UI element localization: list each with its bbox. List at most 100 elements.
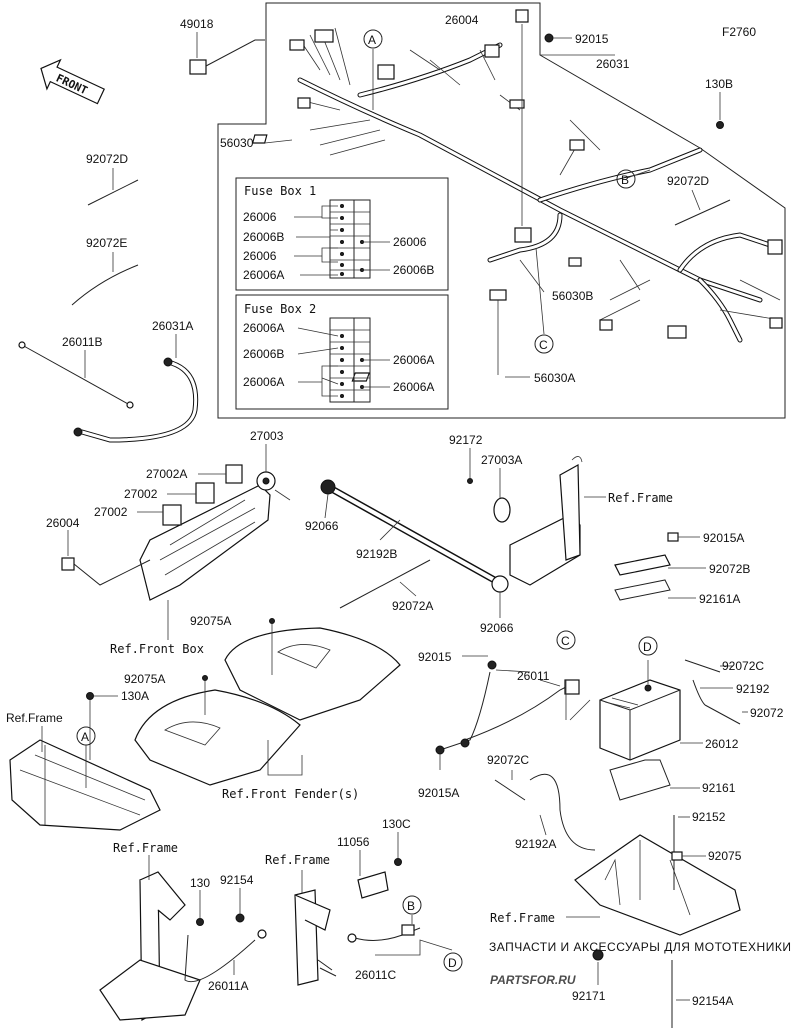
label-92192B: 92192B: [356, 547, 397, 561]
fuse-box-1-frame: [235, 177, 449, 291]
label-56030: 56030: [220, 136, 254, 150]
battery-26012: [599, 679, 681, 761]
label-92072C-right: 92072C: [722, 659, 764, 673]
label-130C: 130C: [382, 817, 411, 831]
right-frame-upper: [467, 448, 606, 586]
lower-left-frame-group: [99, 855, 267, 1022]
tie-92072: [704, 704, 741, 725]
label-92075A-a: 92075A: [190, 614, 231, 628]
callout-A-left: A: [81, 730, 89, 744]
cable-26011: [439, 671, 491, 751]
front-box-bracket: [139, 484, 271, 601]
tie-92072E: [71, 264, 139, 306]
label-tag-56030B: [568, 257, 582, 267]
bolt-92015-mid: [487, 660, 497, 670]
fuse-box-2-frame: [235, 294, 449, 410]
callout-C-mid: C: [561, 634, 570, 648]
label-92015A-mid: 92015A: [418, 786, 459, 800]
label-130B: 130B: [705, 77, 733, 91]
bolt-130C: [394, 858, 402, 866]
bolt-92015A-mid: [435, 745, 445, 755]
label-92192A: 92192A: [515, 837, 556, 851]
fuse-box-1-title: Fuse Box 1: [244, 184, 316, 198]
label-92015-top: 92015: [575, 32, 609, 46]
label-27002-b: 27002: [94, 505, 128, 519]
clamp-27003A: [493, 497, 511, 523]
part-labels: F2760 49018 56030 26004 92015 26031 130B…: [46, 13, 784, 1008]
battery-group: [435, 532, 748, 851]
bolt-92154: [235, 913, 245, 923]
label-26011: 26011: [517, 669, 550, 683]
fuse-box-1-right-label-1: 26006: [393, 235, 427, 249]
relay-26004-left: [61, 557, 75, 571]
relay-27002: [195, 482, 215, 504]
relay-27002-left: [162, 504, 182, 526]
leader-lines-top: [196, 24, 721, 378]
tie-92072D-right: [674, 199, 731, 226]
screw-92075A-b: [202, 675, 208, 681]
connector-icon: [489, 289, 507, 301]
bolt-130: [196, 918, 204, 926]
label-92066-a: 92066: [305, 519, 339, 533]
label-tag-56030: [251, 134, 268, 144]
connector-icon: [377, 64, 395, 80]
connector-icon: [297, 97, 311, 109]
fuse-box-2-left-label-1: 26006A: [243, 321, 284, 335]
label-26031A: 26031A: [152, 319, 193, 333]
bolt-130A: [86, 692, 94, 700]
watermark-tagline: ЗАПЧАСТИ И АКСЕССУАРЫ ДЛЯ МОТОТЕХНИКИ: [489, 940, 791, 954]
fuse-box-1-left-label-3: 26006: [243, 249, 277, 263]
fuse-box-2-left-label-3: 26006A: [243, 375, 284, 389]
fuse-box-2-right-label-1: 26006A: [393, 353, 434, 367]
label-26011A: 26011A: [208, 979, 248, 993]
label-92015A-top: 92015A: [703, 531, 744, 545]
hose-92192: [692, 679, 706, 706]
front-fender-left: [134, 689, 301, 786]
clamp-92171: [592, 949, 604, 961]
connector-icon: [314, 29, 334, 43]
label-92072E: 92072E: [86, 236, 127, 250]
label-92154: 92154: [220, 873, 254, 887]
watermark-logo: PARTSFOR.RU: [490, 973, 576, 987]
ref-frame-lower-mid: Ref.Frame: [265, 853, 330, 867]
label-27002A: 27002A: [146, 467, 187, 481]
fuse-box-1-left-label-4: 26006A: [243, 268, 284, 282]
callout-D-mid: D: [643, 640, 652, 654]
fuse-box-2-right-label-2: 26006A: [393, 380, 434, 394]
battery-tray: [574, 834, 741, 936]
label-26004-left: 26004: [46, 516, 80, 530]
battery-box-group: [566, 815, 741, 1028]
reference-labels: Ref.Frame Ref.Front Box Ref.Frame Ref.Fr…: [6, 491, 673, 925]
ref-frame-left: Ref.Frame: [6, 711, 63, 725]
label-92072: 92072: [750, 706, 784, 720]
label-92015-mid: 92015: [418, 650, 452, 664]
label-26011C: 26011C: [355, 968, 396, 982]
callouts: A B C C D A B D: [76, 29, 658, 972]
callout-B-top: B: [621, 173, 629, 187]
label-92154A: 92154A: [692, 994, 733, 1008]
label-56030B: 56030B: [552, 289, 593, 303]
grommet-92066-b: [491, 575, 509, 593]
left-frame-group: [9, 692, 161, 831]
tie-92072C-right: [684, 659, 721, 673]
connector-icon: [514, 227, 532, 243]
pad-92161: [609, 759, 671, 801]
label-130: 130: [190, 876, 210, 890]
tie-92072D-left: [87, 179, 139, 206]
label-92072D-left: 92072D: [86, 152, 128, 166]
battery-terminal-cover: [564, 679, 580, 695]
main-harness-group: [189, 2, 786, 419]
grommet-92066-a: [320, 479, 336, 495]
nut-92015A-top: [667, 532, 679, 542]
label-92075: 92075: [708, 849, 742, 863]
connector-icon: [599, 319, 613, 331]
front-box-group: [61, 444, 291, 640]
clip-92075: [671, 851, 683, 861]
left-parts-column: [18, 168, 199, 443]
label-49018: 49018: [180, 17, 214, 31]
ref-front-fenders: Ref.Front Fender(s): [222, 787, 359, 801]
label-27002-a: 27002: [124, 487, 158, 501]
harness-boundary: [217, 2, 786, 419]
lower-mid-frame-group: [294, 832, 453, 986]
